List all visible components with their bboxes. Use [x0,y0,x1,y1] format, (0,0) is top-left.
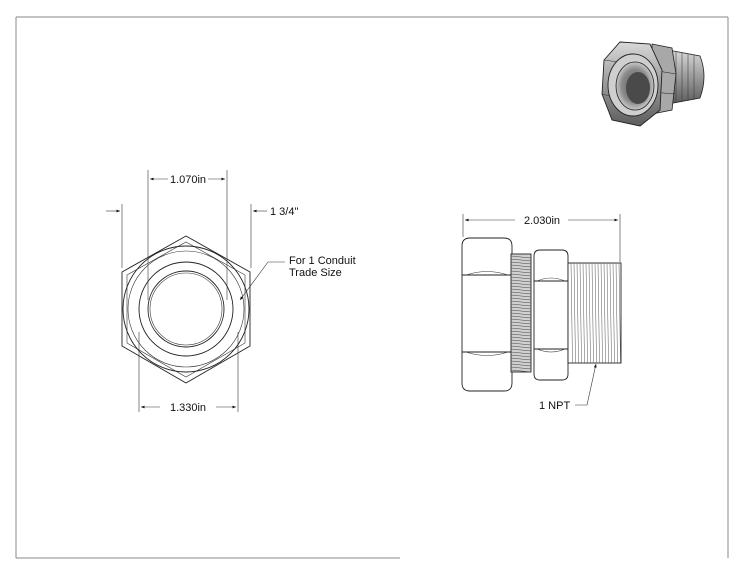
side-npt-thread [567,262,622,364]
sheet-border [15,16,729,559]
bore-inner [147,270,225,348]
dim-bottom-front: 1.330in [138,332,239,414]
dim-134-label: 1 3/4" [270,206,298,218]
thread-ring [127,250,245,368]
conduit-note: For 1 Conduit Trade Size [239,255,356,301]
note-line-2: Trade Size [289,267,342,279]
side-view: 2.030in 1 NPT [461,214,622,412]
npt-thread-lines [570,262,621,364]
npt-label: 1 NPT [539,400,570,412]
dim-right-front: 1 3/4" [106,204,298,268]
front-view: 1.070in 1 3/4" 1.330in For 1 Conduit Tra… [106,170,356,414]
hex-chamfer [126,241,246,378]
outer-ring [122,245,250,373]
side-thread-body [510,253,532,373]
dim-top-front: 1.070in [147,170,228,300]
side-nut-left [461,237,513,392]
dim-top-side: 2.030in [462,214,621,262]
dim-1330-label: 1.330in [170,402,206,414]
dim-1070-label: 1.070in [170,174,206,186]
note-line-1: For 1 Conduit [289,255,356,267]
bore-edge [149,272,223,346]
side-nut-middle [533,249,569,381]
dim-2030-label: 2.030in [524,215,560,227]
npt-note: 1 NPT [539,363,597,412]
hex-outline [121,235,251,384]
bore-outer [138,261,234,357]
fitting-3d-preview-icon [601,41,705,127]
knurl-hatching [510,255,532,373]
